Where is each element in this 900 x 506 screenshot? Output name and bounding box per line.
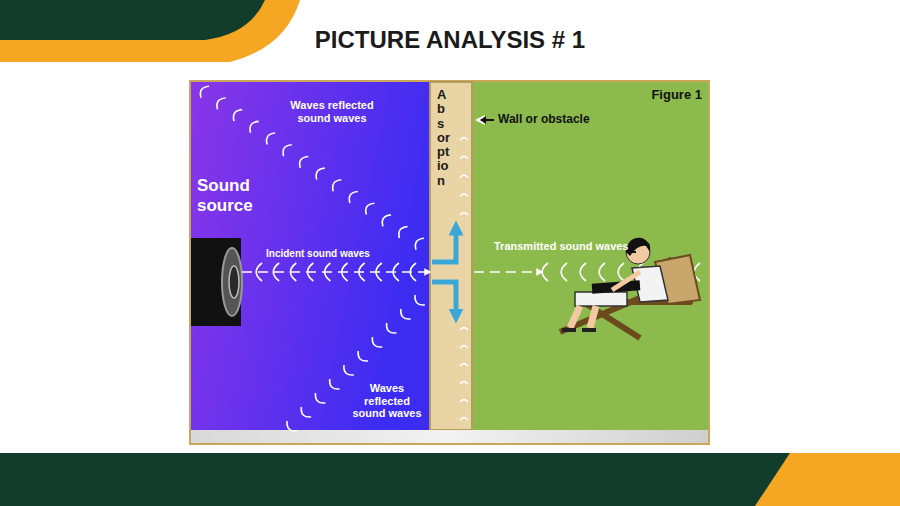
wall (430, 82, 472, 430)
reflected-waves-label: Waves reflected sound waves (290, 99, 374, 124)
footer-band (0, 453, 900, 506)
incident-ray (242, 271, 428, 273)
wave-arc (460, 346, 468, 348)
wave-arc (359, 263, 365, 281)
incident-label: Incident sound waves (266, 248, 386, 260)
wave-arc (372, 337, 382, 347)
wave-arc (307, 263, 313, 281)
wave-arc (618, 263, 624, 281)
wave-arc (561, 263, 567, 281)
footer-accent (755, 453, 900, 506)
wave-arc (460, 138, 468, 140)
wave-arc (460, 400, 468, 402)
wave-arc (399, 227, 408, 238)
wave-arc (387, 323, 397, 333)
wave-arc (283, 145, 292, 156)
wave-arc (330, 379, 340, 389)
reflected-waves-label: Waves reflected sound waves (348, 382, 426, 420)
wave-arc (315, 393, 325, 403)
wave-arc (460, 418, 468, 420)
listener-figure (560, 238, 700, 338)
wave-arc (300, 156, 309, 167)
wave-arc (256, 263, 262, 281)
wave-arc (342, 263, 348, 281)
wave-arc (415, 295, 425, 305)
figure-number: Figure 1 (630, 88, 702, 103)
wave-arc (301, 407, 311, 417)
wave-arc (460, 213, 468, 215)
wave-arc (460, 328, 468, 330)
wave-arc (273, 263, 279, 281)
wall-pointer-head (480, 116, 486, 124)
absorption-label: Absorption (437, 88, 450, 188)
wave-arc (344, 365, 354, 375)
wave-arc (460, 382, 468, 384)
wave-arc (401, 309, 411, 319)
wall-label: Wall or obstacle (498, 113, 618, 127)
corner-band (0, 0, 265, 40)
wave-arc (460, 175, 468, 177)
wave-arc (233, 110, 242, 121)
wave-arc (267, 133, 276, 144)
wave-arc (460, 156, 468, 158)
absorption-arrow (432, 282, 456, 316)
wave-arc (250, 121, 259, 132)
wave-arc (599, 263, 605, 281)
transmitted-ray (474, 271, 540, 273)
slide-title: PICTURE ANALYSIS # 1 (0, 26, 900, 54)
wave-arc (415, 238, 424, 249)
wave-arc (580, 263, 586, 281)
wave-arc (410, 263, 416, 281)
wave-arc (290, 263, 296, 281)
speaker (191, 238, 242, 326)
reflection-side (191, 82, 430, 430)
transmitted-label: Transmitted sound waves (494, 240, 634, 253)
wave-arc (376, 263, 382, 281)
wave-arc (366, 203, 375, 214)
wave-arc (460, 194, 468, 196)
figure-frame (189, 80, 710, 445)
wave-arc (393, 263, 399, 281)
wave-arc (287, 421, 297, 431)
source-label: Sound source (197, 176, 267, 215)
wave-arc (217, 98, 226, 109)
corner-accent (0, 0, 300, 62)
wave-arc (200, 86, 209, 97)
wave-arc (325, 263, 331, 281)
wave-arc (460, 364, 468, 366)
wave-arc (358, 351, 368, 361)
floor-strip (191, 430, 708, 443)
wall-band: Absorption (430, 82, 472, 430)
wave-arc (333, 180, 342, 191)
wave-arc (316, 168, 325, 179)
absorption-arrow (432, 228, 456, 262)
wave-arc (349, 192, 358, 203)
wave-arc (382, 215, 391, 226)
transmission-side (472, 82, 708, 430)
wave-arc (542, 263, 548, 281)
sound-wave-arcs (200, 86, 700, 431)
